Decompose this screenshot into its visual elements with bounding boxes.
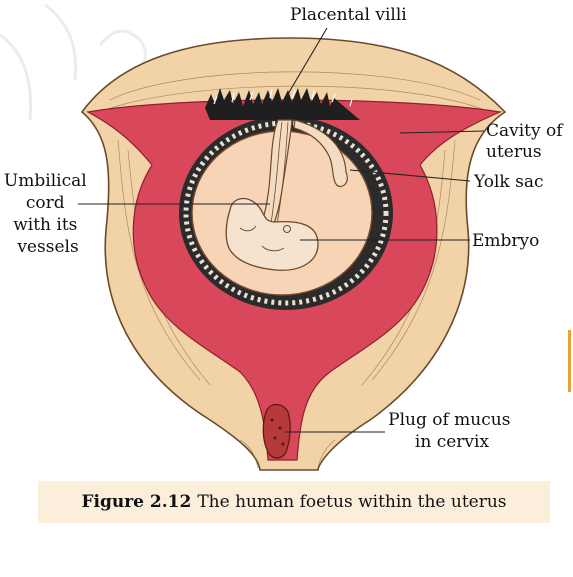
label-umbilical-cord: Umbilical cord with its vessels — [4, 171, 92, 257]
mucus-plug-texture — [270, 418, 285, 446]
label-cavity-of-uterus: Cavity of uterus — [486, 121, 568, 162]
figure-caption-text: The human foetus within the uterus — [197, 492, 507, 512]
label-placental-villi: Placental villi — [290, 5, 407, 25]
mucus-plug — [262, 403, 291, 459]
chorion-ring-inner-light — [183, 120, 389, 306]
leader-cavity — [399, 130, 485, 134]
label-yolk-sac: Yolk sac — [473, 172, 544, 192]
embryo — [225, 197, 319, 271]
leader-yolk-sac — [349, 169, 471, 182]
figure-number: Figure 2.12 — [81, 492, 192, 512]
villi-highlights — [213, 88, 353, 107]
label-embryo: Embryo — [472, 231, 539, 251]
label-plug-of-mucus: Plug of mucus in cervix — [388, 410, 516, 452]
placental-villi-tufts — [205, 88, 360, 120]
yolk-sac — [293, 119, 348, 187]
page-edge-marker — [568, 330, 571, 392]
figure-caption: Figure 2.12 The human foetus within the … — [38, 481, 550, 523]
leader-placental-villi — [287, 27, 328, 95]
